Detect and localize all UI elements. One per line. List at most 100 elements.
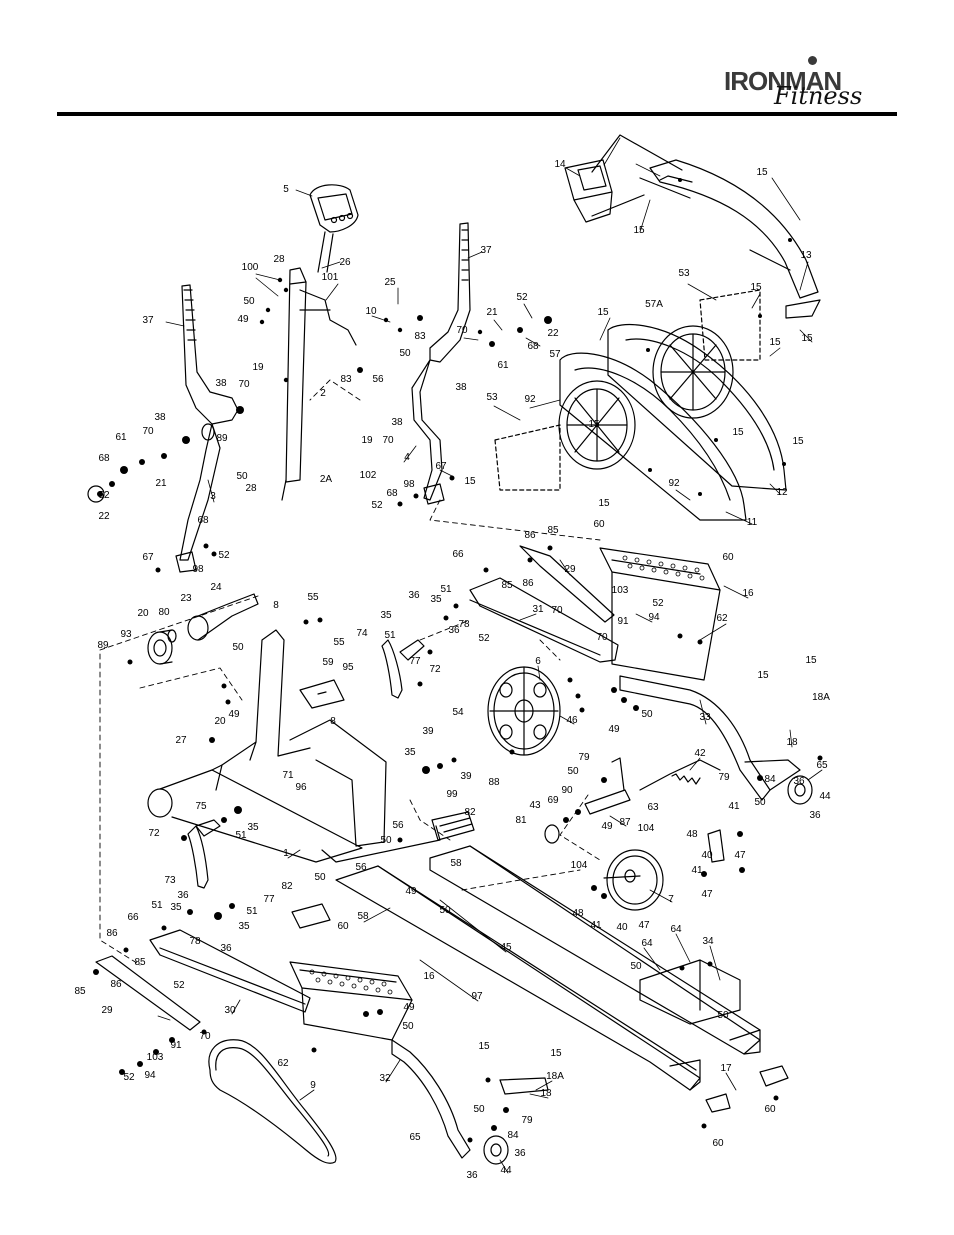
part-label: 36	[448, 625, 460, 636]
part-label: 21	[486, 307, 498, 318]
part-label: 51	[440, 584, 452, 595]
part-label: 56	[355, 862, 367, 873]
part-label: 94	[648, 612, 660, 623]
part-label: 85	[134, 957, 146, 968]
part-label: 22	[98, 511, 110, 522]
part-label: 85	[547, 525, 559, 536]
part-label: 30	[224, 1005, 236, 1016]
part-label: 45	[500, 942, 512, 953]
bolt-crank-part	[187, 819, 221, 889]
part-label: 34	[702, 936, 714, 947]
part-label: 40	[701, 850, 713, 861]
part-label: 2	[320, 388, 326, 399]
part-label: 60	[593, 519, 605, 530]
brand-logo: IRONMAN Fitness	[724, 56, 874, 110]
part-label: 38	[215, 378, 227, 389]
part-label: 64	[670, 924, 682, 935]
part-label: 49	[601, 821, 613, 832]
rail-right-part	[429, 845, 761, 1055]
part-label: 4	[404, 452, 410, 463]
part-label: 68	[197, 515, 209, 526]
part-label: 77	[263, 894, 275, 905]
part-label: 19	[361, 435, 373, 446]
part-label: 63	[647, 802, 659, 813]
part-label: 31	[532, 604, 544, 615]
part-label: 52	[371, 500, 383, 511]
part-label: 104	[571, 860, 588, 871]
brand-sub: Fitness	[774, 82, 863, 110]
part-label: 72	[148, 828, 160, 839]
part-label: 48	[572, 908, 584, 919]
part-label: 5	[283, 184, 289, 195]
part-label: 15	[732, 427, 744, 438]
part-label: 68	[98, 453, 110, 464]
part-label: 39	[422, 726, 434, 737]
crank-pedal-part	[381, 639, 425, 699]
handle-left-part	[175, 284, 239, 573]
part-label: 35	[247, 822, 259, 833]
rail-left-part	[335, 865, 701, 1091]
part-label: 7	[668, 894, 674, 905]
part-label: 36	[466, 1170, 478, 1181]
part-label: 50	[473, 1104, 485, 1115]
part-label: 101	[322, 272, 339, 283]
part-label: 61	[115, 432, 127, 443]
part-label: 75	[195, 801, 207, 812]
part-label: 91	[170, 1040, 182, 1051]
part-label: 50	[232, 642, 244, 653]
part-label: 15	[756, 167, 768, 178]
part-label: 27	[175, 735, 187, 746]
part-label: 50	[380, 835, 392, 846]
part-label: 41	[590, 920, 602, 931]
part-label: 15	[750, 282, 762, 293]
part-label: 77	[409, 656, 421, 667]
part-label: 47	[638, 920, 650, 931]
part-label: 66	[127, 912, 139, 923]
part-label: 59	[322, 657, 334, 668]
part-label: 44	[500, 1165, 512, 1176]
part-label: 95	[342, 662, 354, 673]
part-label: 83	[414, 331, 426, 342]
shroud-left-part	[558, 352, 747, 521]
part-label: 38	[391, 417, 403, 428]
part-label: 64	[641, 938, 653, 949]
part-label: 80	[158, 607, 170, 618]
part-label: 85	[501, 580, 513, 591]
part-label: 103	[147, 1052, 164, 1063]
part-label: 91	[617, 616, 629, 627]
part-label: 67	[435, 461, 447, 472]
part-label: 86	[524, 530, 536, 541]
part-label: 47	[734, 850, 746, 861]
part-label: 70	[238, 379, 250, 390]
part-label: 36	[514, 1148, 526, 1159]
part-label: 70	[382, 435, 394, 446]
part-label: 36	[809, 810, 821, 821]
part-label: 78	[189, 936, 201, 947]
part-label: 11	[747, 517, 758, 528]
part-label: 65	[409, 1132, 421, 1143]
console-part	[309, 184, 359, 273]
part-label: 86	[110, 979, 122, 990]
part-label: 88	[488, 777, 500, 788]
part-label: 35	[380, 610, 392, 621]
part-label: 56	[372, 374, 384, 385]
header-rule	[57, 112, 897, 116]
assembly-lines	[99, 379, 601, 966]
part-label: 36	[793, 776, 805, 787]
part-label: 70	[142, 426, 154, 437]
part-label: 41	[691, 865, 703, 876]
part-label: 92	[668, 478, 680, 489]
main-frame-part	[147, 629, 441, 863]
part-label: 79	[718, 772, 730, 783]
part-label: 39	[460, 771, 472, 782]
part-label: 86	[106, 928, 118, 939]
part-label: 51	[384, 630, 396, 641]
part-label: 97	[471, 991, 483, 1002]
part-label: 74	[356, 628, 368, 639]
leader-lines	[157, 137, 823, 1174]
part-label: 49	[608, 724, 620, 735]
part-label: 32	[379, 1073, 391, 1084]
part-label: 98	[403, 479, 415, 490]
